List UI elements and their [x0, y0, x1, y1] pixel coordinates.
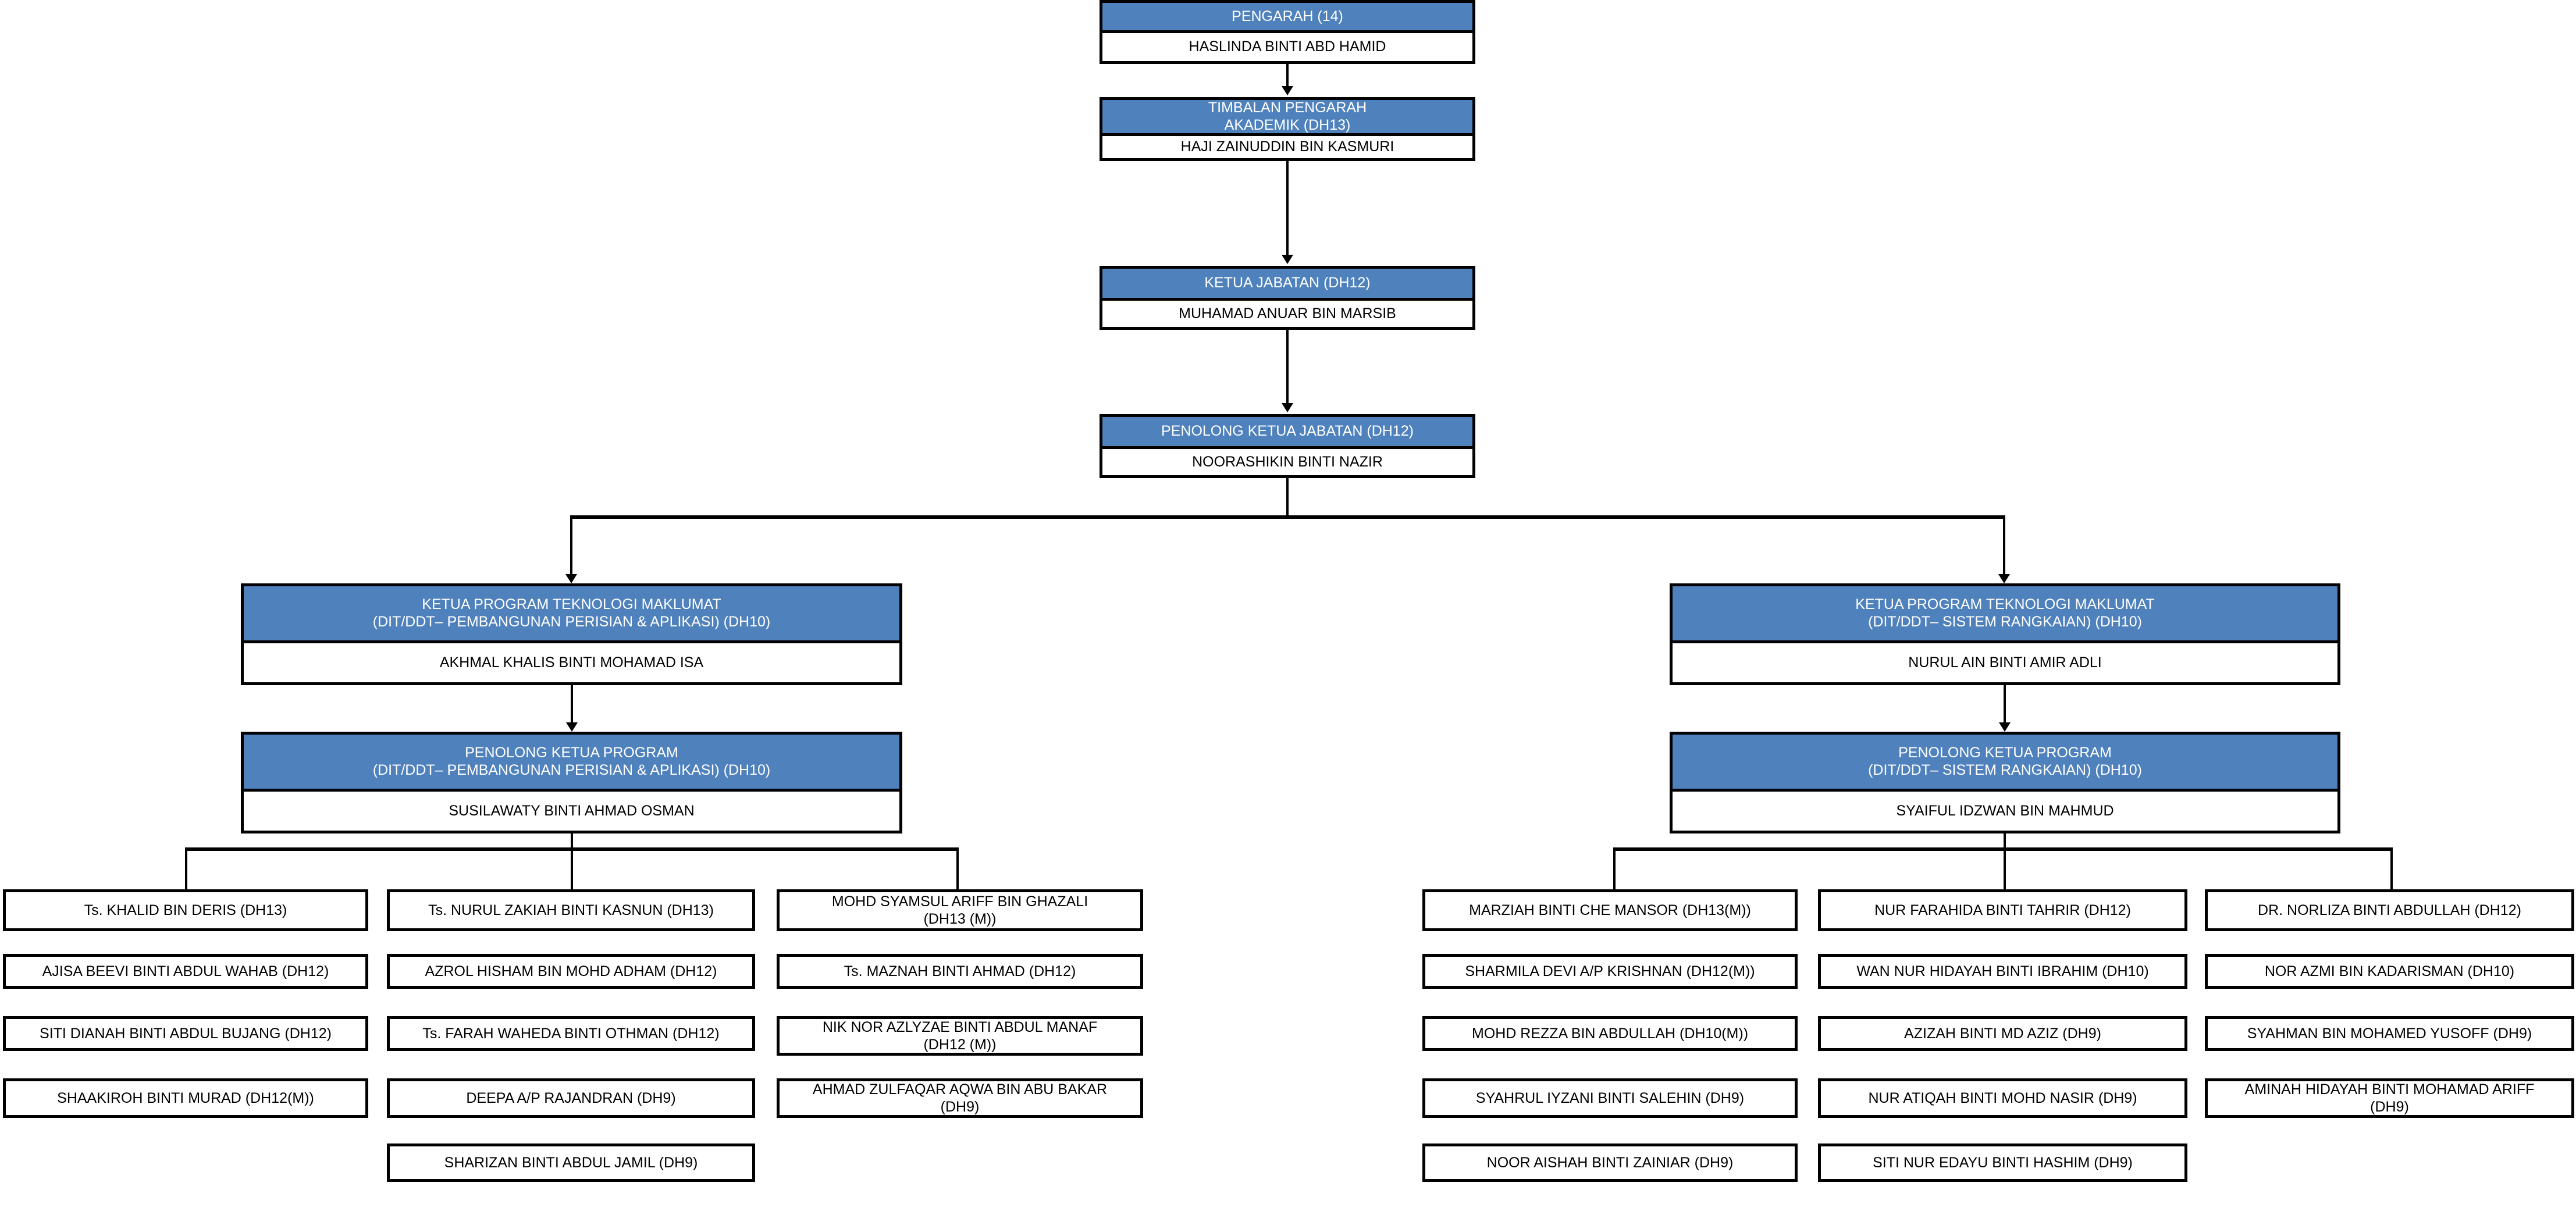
branch-network-head-title-line1: KETUA PROGRAM TEKNOLOGI MAKLUMAT — [1855, 596, 2155, 612]
node-ketua-jabatan-title: KETUA JABATAN (DH12) — [1102, 269, 1472, 301]
leaf-network-c2-r5: SITI NUR EDAYU BINTI HASHIM (DH9) — [1818, 1143, 2187, 1182]
connector-split-stem — [1286, 478, 1289, 517]
branch-network-head-name: NURUL AIN BINTI AMIR ADLI — [1673, 643, 2337, 682]
leaf-software-c2-r3: Ts. FARAH WAHEDA BINTI OTHMAN (DH12) — [387, 1016, 755, 1051]
connector-1 — [1286, 64, 1289, 88]
leaf-network-c1-r3: MOHD REZZA BIN ABDULLAH (DH10(M)) — [1422, 1016, 1798, 1051]
node-timbalan-pengarah-name: HAJI ZAINUDDIN BIN KASMURI — [1102, 136, 1472, 158]
leaf-software-c3-r2: Ts. MAZNAH BINTI AHMAD (DH12) — [777, 954, 1143, 989]
connector-software-fan-col3 — [956, 847, 959, 891]
leaf-software-c1-r4: SHAAKIROH BINTI MURAD (DH12(M)) — [3, 1078, 368, 1118]
branch-software-assistant-title-line1: PENOLONG KETUA PROGRAM — [465, 744, 678, 761]
leaf-network-c2-r3: AZIZAH BINTI MD AZIZ (DH9) — [1818, 1016, 2187, 1051]
branch-software-assistant-title-line2: (DIT/DDT– PEMBANGUNAN PERISIAN & APLIKAS… — [372, 761, 771, 778]
branch-software-head-title-line2: (DIT/DDT– PEMBANGUNAN PERISIAN & APLIKAS… — [372, 613, 771, 630]
connector-split-left — [570, 515, 572, 576]
connector-network-fan-col3 — [2390, 847, 2393, 891]
leaf-software-c2-r4: DEEPA A/P RAJANDRAN (DH9) — [387, 1078, 755, 1118]
branch-software-head-title: KETUA PROGRAM TEKNOLOGI MAKLUMAT (DIT/DD… — [244, 586, 899, 643]
leaf-software-c3-r4: AHMAD ZULFAQAR AQWA BIN ABU BAKAR (DH9) — [777, 1078, 1143, 1118]
branch-network-assistant: PENOLONG KETUA PROGRAM (DIT/DDT– SISTEM … — [1670, 732, 2340, 833]
leaf-software-c1-r2: AJISA BEEVI BINTI ABDUL WAHAB (DH12) — [3, 954, 368, 989]
branch-network-head: KETUA PROGRAM TEKNOLOGI MAKLUMAT (DIT/DD… — [1670, 583, 2340, 685]
branch-software-assistant: PENOLONG KETUA PROGRAM (DIT/DDT– PEMBANG… — [241, 732, 902, 833]
leaf-software-c3-r1: MOHD SYAMSUL ARIFF BIN GHAZALI (DH13 (M)… — [777, 889, 1143, 931]
branch-software-assistant-name: SUSILAWATY BINTI AHMAD OSMAN — [244, 792, 899, 831]
connector-network-fan-col1 — [1613, 847, 1616, 891]
leaf-network-c3-r3: SYAHMAN BIN MOHAMED YUSOFF (DH9) — [2205, 1016, 2574, 1051]
connector-network-fan-bar — [1613, 847, 2393, 851]
leaf-network-c2-r1: NUR FARAHIDA BINTI TAHRIR (DH12) — [1818, 889, 2187, 931]
leaf-network-c1-r1: MARZIAH BINTI CHE MANSOR (DH13(M)) — [1422, 889, 1798, 931]
arrow-3-icon — [1282, 403, 1293, 412]
connector-split-right — [2003, 515, 2005, 576]
node-timbalan-pengarah: TIMBALAN PENGARAH AKADEMIK (DH13) HAJI Z… — [1100, 97, 1475, 161]
branch-network-head-title-line2: (DIT/DDT– SISTEM RANGKAIAN) (DH10) — [1868, 613, 2142, 630]
node-penolong-ketua-jabatan-title: PENOLONG KETUA JABATAN (DH12) — [1102, 417, 1472, 449]
leaf-software-c3-r3: NIK NOR AZLYZAE BINTI ABDUL MANAF (DH12 … — [777, 1016, 1143, 1056]
node-ketua-jabatan: KETUA JABATAN (DH12) MUHAMAD ANUAR BIN M… — [1100, 266, 1475, 330]
branch-software-head: KETUA PROGRAM TEKNOLOGI MAKLUMAT (DIT/DD… — [241, 583, 902, 685]
node-pengarah: PENGARAH (14) HASLINDA BINTI ABD HAMID — [1100, 0, 1475, 64]
branch-network-assistant-title: PENOLONG KETUA PROGRAM (DIT/DDT– SISTEM … — [1673, 735, 2337, 792]
leaf-network-c1-r2: SHARMILA DEVI A/P KRISHNAN (DH12(M)) — [1422, 954, 1798, 989]
connector-software-fan-stem — [571, 833, 573, 903]
connector-software-fan-col1 — [185, 847, 187, 891]
arrow-software-assistant-icon — [566, 722, 578, 732]
leaf-network-c1-r4: SYAHRUL IYZANI BINTI SALEHIN (DH9) — [1422, 1078, 1798, 1118]
node-penolong-ketua-jabatan: PENOLONG KETUA JABATAN (DH12) NOORASHIKI… — [1100, 414, 1475, 478]
node-timbalan-pengarah-title: TIMBALAN PENGARAH AKADEMIK (DH13) — [1102, 99, 1472, 136]
node-penolong-ketua-jabatan-name: NOORASHIKIN BINTI NAZIR — [1102, 449, 1472, 475]
leaf-software-c1-r3: SITI DIANAH BINTI ABDUL BUJANG (DH12) — [3, 1016, 368, 1051]
leaf-network-c3-r4: AMINAH HIDAYAH BINTI MOHAMAD ARIFF (DH9) — [2205, 1078, 2574, 1118]
leaf-network-c1-r5: NOOR AISHAH BINTI ZAINIAR (DH9) — [1422, 1143, 1798, 1182]
branch-network-assistant-name: SYAIFUL IDZWAN BIN MAHMUD — [1673, 792, 2337, 831]
branch-software-assistant-title: PENOLONG KETUA PROGRAM (DIT/DDT– PEMBANG… — [244, 735, 899, 792]
leaf-network-c2-r4: NUR ATIQAH BINTI MOHD NASIR (DH9) — [1818, 1078, 2187, 1118]
branch-software-head-title-line1: KETUA PROGRAM TEKNOLOGI MAKLUMAT — [422, 596, 721, 612]
connector-split-bar — [570, 515, 2005, 519]
connector-network-head-to-assistant — [2004, 685, 2006, 725]
branch-network-head-title: KETUA PROGRAM TEKNOLOGI MAKLUMAT (DIT/DD… — [1673, 586, 2337, 643]
arrow-network-assistant-icon — [1999, 722, 2011, 732]
node-pengarah-name: HASLINDA BINTI ABD HAMID — [1102, 33, 1472, 61]
node-ketua-jabatan-name: MUHAMAD ANUAR BIN MARSIB — [1102, 301, 1472, 327]
arrow-branch-left-icon — [565, 574, 577, 583]
leaf-network-c2-r2: WAN NUR HIDAYAH BINTI IBRAHIM (DH10) — [1818, 954, 2187, 989]
arrow-1-icon — [1282, 86, 1293, 95]
connector-network-fan-stem — [2004, 833, 2006, 903]
connector-software-head-to-assistant — [571, 685, 573, 725]
branch-network-assistant-title-line1: PENOLONG KETUA PROGRAM — [1898, 744, 2112, 761]
node-pengarah-title: PENGARAH (14) — [1102, 3, 1472, 33]
leaf-software-c2-r5: SHARIZAN BINTI ABDUL JAMIL (DH9) — [387, 1143, 755, 1182]
connector-software-fan-bar — [185, 847, 959, 851]
leaf-network-c3-r1: DR. NORLIZA BINTI ABDULLAH (DH12) — [2205, 889, 2574, 931]
connector-2 — [1286, 161, 1289, 257]
leaf-network-c3-r2: NOR AZMI BIN KADARISMAN (DH10) — [2205, 954, 2574, 989]
leaf-software-c1-r1: Ts. KHALID BIN DERIS (DH13) — [3, 889, 368, 931]
arrow-2-icon — [1282, 255, 1293, 264]
branch-software-head-name: AKHMAL KHALIS BINTI MOHAMAD ISA — [244, 643, 899, 682]
arrow-branch-right-icon — [1998, 574, 2010, 583]
branch-network-assistant-title-line2: (DIT/DDT– SISTEM RANGKAIAN) (DH10) — [1868, 761, 2142, 778]
leaf-software-c2-r1: Ts. NURUL ZAKIAH BINTI KASNUN (DH13) — [387, 889, 755, 931]
connector-3 — [1286, 330, 1289, 405]
leaf-software-c2-r2: AZROL HISHAM BIN MOHD ADHAM (DH12) — [387, 954, 755, 989]
